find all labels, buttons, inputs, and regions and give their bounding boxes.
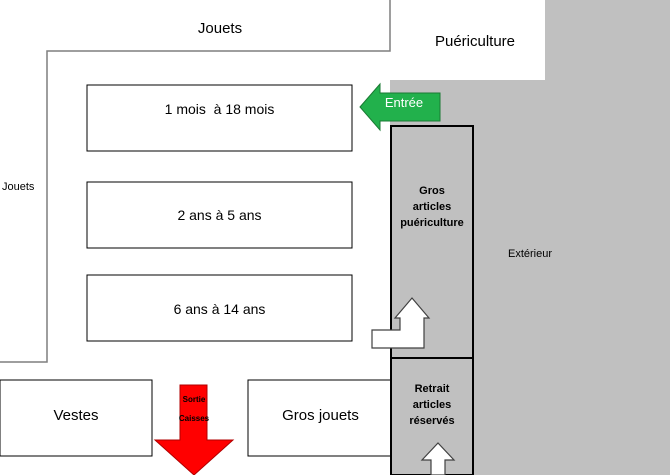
entrance-label: Entrée bbox=[384, 95, 424, 110]
shelf-1-box bbox=[86, 84, 353, 152]
pickup-label: Retrait articles réservés bbox=[391, 382, 473, 430]
zone-label-childcare: Puériculture bbox=[434, 33, 516, 50]
big-childcare-label: Gros articles puériculture bbox=[391, 184, 473, 232]
entrance-arrow bbox=[359, 82, 441, 132]
exit-label-line1: Sortie bbox=[182, 395, 206, 404]
shelf-3-box bbox=[86, 274, 353, 342]
exit-label-line2: Caisses bbox=[178, 414, 210, 423]
big-toys-box bbox=[247, 379, 394, 457]
big-childcare-line3: puériculture bbox=[400, 216, 464, 229]
wall-outline bbox=[0, 0, 391, 363]
zone-label-outside: Extérieur bbox=[507, 248, 553, 260]
shelf-2-box bbox=[86, 181, 353, 249]
big-childcare-line1: Gros bbox=[419, 185, 445, 197]
shelf-label-3: 6 ans à 14 ans bbox=[173, 301, 266, 317]
zone-label-big-toys: Gros jouets bbox=[282, 407, 359, 424]
big-childcare-line2: articles bbox=[412, 200, 452, 213]
zone-label-jackets: Vestes bbox=[53, 407, 99, 424]
shelf-label-2: 2 ans à 5 ans bbox=[177, 207, 262, 223]
up-white-arrow bbox=[420, 442, 456, 475]
zone-label-toys-top: Jouets bbox=[197, 20, 243, 37]
bent-white-arrow bbox=[371, 297, 431, 349]
jackets-box bbox=[0, 379, 153, 457]
shelf-label-1: 1 mois à 18 mois bbox=[164, 101, 275, 117]
pickup-line3: réservés bbox=[409, 414, 455, 427]
pickup-line2: articles bbox=[412, 398, 452, 411]
pickup-line1: Retrait bbox=[414, 383, 450, 395]
exit-arrow bbox=[153, 384, 235, 475]
zone-label-toys-left: Jouets bbox=[2, 181, 35, 193]
